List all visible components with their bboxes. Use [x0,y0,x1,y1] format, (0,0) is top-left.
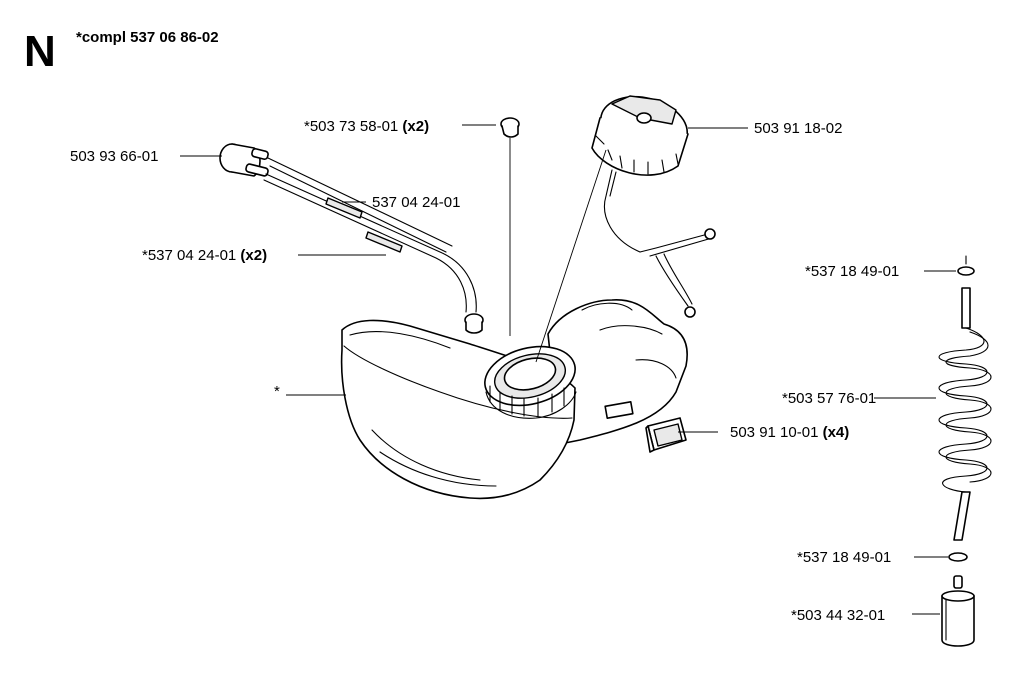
grommet-top-drawing [500,117,520,138]
fuel-hoses-drawing [263,157,477,313]
label-fuel-tank: * [274,383,280,400]
label-grommet: *503 73 58-01 (x2) [304,118,429,135]
label-fuel-hose-pair: *537 04 24-01 (x2) [142,247,267,264]
label-coil-hose: *503 57 76-01 [782,390,876,407]
cap-strap-drawing [639,228,716,318]
coil-hose-drawing [938,287,992,541]
label-o-ring-bottom: *537 18 49-01 [797,549,891,566]
label-o-ring-top: *537 18 49-01 [805,263,899,280]
damper-drawing [645,417,687,453]
fuel-tank-drawing [340,299,688,500]
primer-bulb-drawing [219,143,269,177]
label-fuel-filter: *503 44 32-01 [791,607,885,624]
label-primer-bulb: 503 93 66-01 [70,148,158,165]
tank-grommet-drawing [464,313,484,334]
o-ring-bottom-drawing [948,552,968,562]
fuel-filter-drawing [941,575,975,647]
label-fuel-hose: 537 04 24-01 [372,194,460,211]
label-damper: 503 91 10-01 (x4) [730,424,849,441]
assembly-label: *compl 537 06 86-02 [76,29,219,46]
leader-lines [180,124,956,615]
label-tank-cap: 503 91 18-02 [754,120,842,137]
tank-cap-drawing [591,95,689,253]
o-ring-top-drawing [957,255,975,276]
section-letter: N [24,27,56,76]
